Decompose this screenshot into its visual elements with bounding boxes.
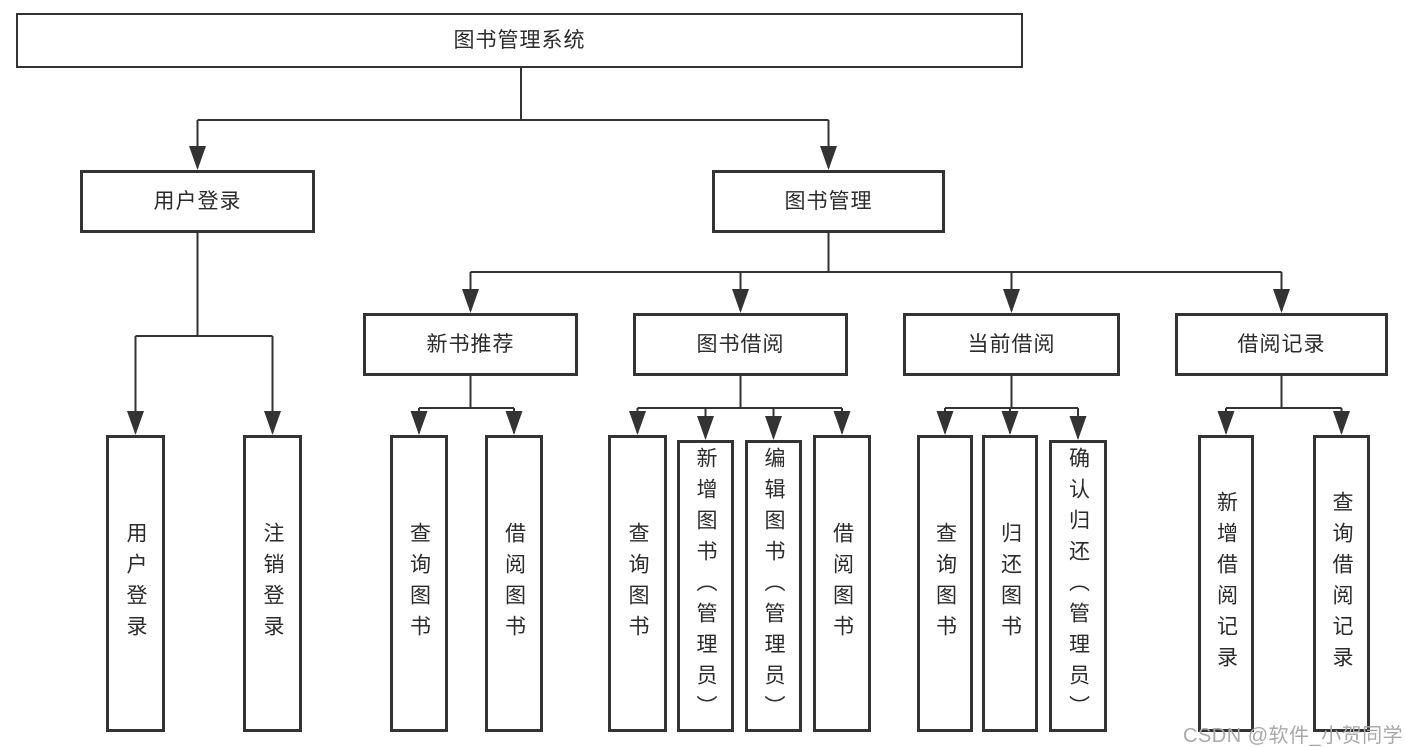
leaf-return-book: 归还图书 <box>982 435 1038 732</box>
leaf-user-login: 用户登录 <box>106 435 165 732</box>
leaf-query-books-current-label: 查询图书 <box>933 521 957 646</box>
connector-user-login <box>127 233 281 435</box>
node-current-borrow: 当前借阅 <box>903 313 1120 376</box>
connector-current-borrow <box>936 376 1087 440</box>
leaf-query-borrow-record: 查询借阅记录 <box>1313 435 1370 732</box>
leaf-query-books-recommend: 查询图书 <box>390 435 448 732</box>
node-borrow-records: 借阅记录 <box>1175 313 1388 376</box>
node-book-borrow-label: 图书借阅 <box>696 333 785 356</box>
leaf-borrow-books-recommend-label: 借阅图书 <box>502 521 526 646</box>
node-root-label: 图书管理系统 <box>453 29 586 52</box>
leaf-logout: 注销登录 <box>243 435 302 732</box>
node-user-login-label: 用户登录 <box>153 190 242 213</box>
leaf-confirm-return-admin: 确认归还（管理员） <box>1049 440 1107 732</box>
leaf-add-borrow-record-label: 新增借阅记录 <box>1214 490 1238 677</box>
node-root: 图书管理系统 <box>16 13 1023 68</box>
node-new-book-recommend: 新书推荐 <box>363 313 578 376</box>
leaf-user-login-label: 用户登录 <box>124 521 147 646</box>
connector-root <box>189 68 837 170</box>
leaf-logout-label: 注销登录 <box>261 521 284 646</box>
connector-book-management <box>462 233 1290 313</box>
connector-book-borrow <box>629 376 851 440</box>
leaf-query-books-recommend-label: 查询图书 <box>407 521 431 646</box>
node-book-management-label: 图书管理 <box>784 190 873 213</box>
leaf-return-book-label: 归还图书 <box>998 521 1022 646</box>
connector-borrow-records <box>1217 376 1350 435</box>
node-current-borrow-label: 当前借阅 <box>967 333 1056 356</box>
leaf-add-borrow-record: 新增借阅记录 <box>1198 435 1254 732</box>
leaf-borrow-books-label: 借阅图书 <box>830 521 854 646</box>
node-book-management: 图书管理 <box>712 170 945 233</box>
node-borrow-records-label: 借阅记录 <box>1237 333 1326 356</box>
leaf-borrow-books: 借阅图书 <box>813 435 871 732</box>
connector-new-book-recommend <box>410 376 523 435</box>
watermark: CSDN @软件_小贺同学 <box>1183 725 1404 747</box>
node-user-login: 用户登录 <box>80 170 315 233</box>
leaf-add-book-admin-label: 新增图书（管理员） <box>694 446 717 726</box>
leaf-add-book-admin: 新增图书（管理员） <box>677 440 734 732</box>
leaf-query-books-borrow-label: 查询图书 <box>626 521 649 646</box>
node-book-borrow: 图书借阅 <box>633 313 848 376</box>
leaf-edit-book-admin: 编辑图书（管理员） <box>745 440 802 732</box>
node-new-book-recommend-label: 新书推荐 <box>426 333 515 356</box>
leaf-query-borrow-record-label: 查询借阅记录 <box>1330 490 1353 677</box>
leaf-query-books-borrow: 查询图书 <box>608 435 667 732</box>
leaf-query-books-current: 查询图书 <box>917 435 973 732</box>
leaf-confirm-return-admin-label: 确认归还（管理员） <box>1066 446 1090 726</box>
leaf-edit-book-admin-label: 编辑图书（管理员） <box>762 446 785 726</box>
leaf-borrow-books-recommend: 借阅图书 <box>485 435 543 732</box>
